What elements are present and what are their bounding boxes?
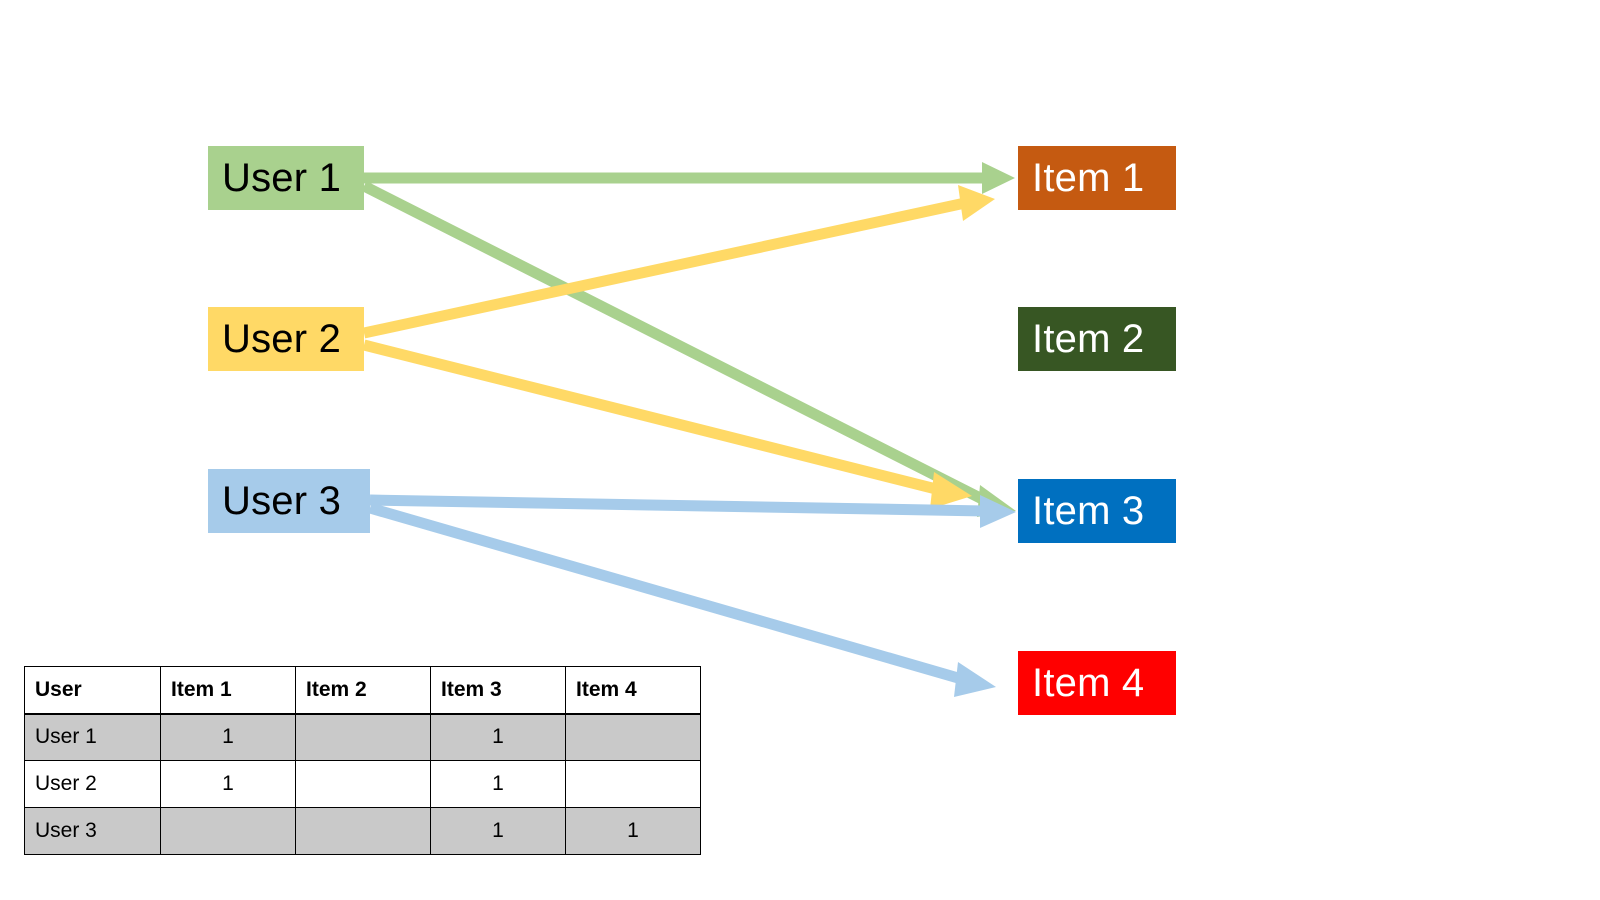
node-user-2-label: User 2 (222, 317, 342, 361)
table-header-item-3: Item 3 (430, 666, 566, 715)
table-cell-user: User 2 (24, 760, 161, 808)
table-cell-value (295, 807, 431, 855)
table-header-item-1: Item 1 (160, 666, 296, 715)
table-cell-value: 1 (160, 713, 296, 761)
node-user-3[interactable]: User 3 (208, 469, 370, 533)
node-user-1[interactable]: User 1 (208, 146, 364, 210)
table-cell-user: User 3 (24, 807, 161, 855)
table-header-row: User Item 1 Item 2 Item 3 Item 4 (24, 666, 701, 715)
node-item-4[interactable]: Item 4 (1018, 651, 1176, 715)
table-cell-value: 1 (160, 760, 296, 808)
node-item-1[interactable]: Item 1 (1018, 146, 1176, 210)
table-row: User 3 1 1 (24, 807, 701, 855)
edge-user2-item3 (362, 339, 972, 509)
table-row: User 1 1 1 (24, 713, 701, 761)
node-item-3[interactable]: Item 3 (1018, 479, 1176, 543)
table-header-user: User (24, 666, 161, 715)
table-row: User 2 1 1 (24, 760, 701, 808)
edge-user2-item1 (362, 185, 995, 339)
node-item-2-label: Item 2 (1032, 317, 1145, 361)
table-cell-value (295, 713, 431, 761)
interaction-matrix-table: User Item 1 Item 2 Item 3 Item 4 User 1 … (24, 666, 701, 855)
table-cell-value (295, 760, 431, 808)
table-cell-value: 1 (565, 807, 701, 855)
table-cell-value: 1 (430, 760, 566, 808)
edge-user3-item3 (369, 494, 1016, 528)
node-item-1-label: Item 1 (1032, 156, 1145, 200)
node-user-3-label: User 3 (222, 479, 342, 523)
edge-user1-item3 (361, 181, 1016, 517)
node-user-1-label: User 1 (222, 156, 342, 200)
table-header-item-2: Item 2 (295, 666, 431, 715)
table-cell-value: 1 (430, 807, 566, 855)
edge-user1-item1 (364, 162, 1015, 194)
node-user-2[interactable]: User 2 (208, 307, 364, 371)
table-cell-value (565, 713, 701, 761)
node-item-3-label: Item 3 (1032, 489, 1145, 533)
node-item-4-label: Item 4 (1032, 661, 1145, 705)
table-cell-value (565, 760, 701, 808)
table-cell-value: 1 (430, 713, 566, 761)
node-item-2[interactable]: Item 2 (1018, 307, 1176, 371)
table-cell-user: User 1 (24, 713, 161, 761)
table-header-item-4: Item 4 (565, 666, 701, 715)
table-cell-value (160, 807, 296, 855)
